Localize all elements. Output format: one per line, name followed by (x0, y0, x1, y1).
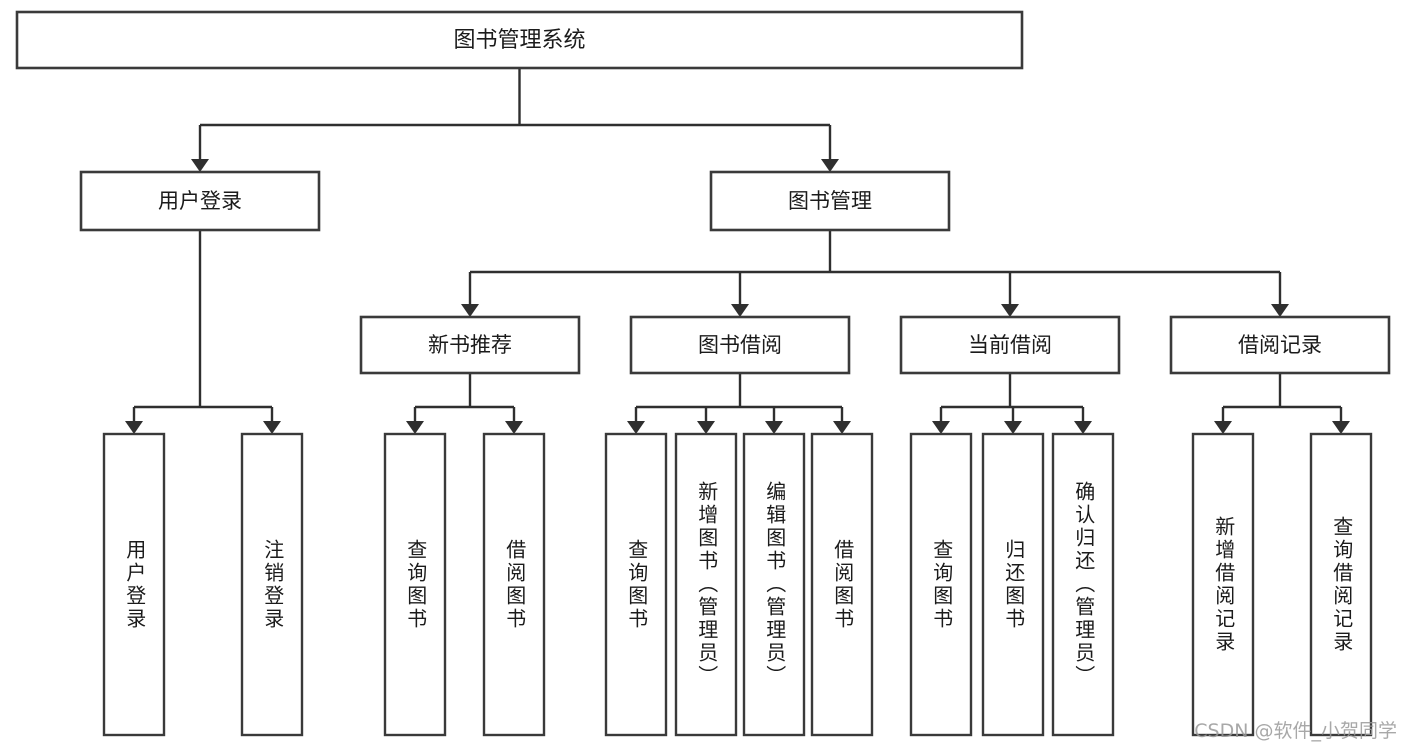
arrow-head-icon (731, 304, 749, 317)
node-box-leaf-query-book-3[interactable] (909, 432, 973, 737)
arrow-head-icon (406, 421, 424, 434)
arrow-head-icon (932, 421, 950, 434)
arrow-head-icon (505, 421, 523, 434)
node-box-leaf-user-login[interactable] (102, 432, 166, 737)
node-box-leaf-query-book-2[interactable] (604, 432, 668, 737)
node-box-user-login[interactable] (79, 170, 321, 232)
node-label-leaf-query-book-2: 查询图书 (624, 538, 649, 631)
node-label-leaf-edit-book: 编辑图书（管理员） (762, 481, 787, 688)
node-label-leaf-user-login: 用户登录 (122, 538, 147, 631)
node-label-user-login: 用户登录 (158, 189, 242, 213)
arrow-head-icon (1004, 421, 1022, 434)
node-label-leaf-query-book-1: 查询图书 (403, 538, 428, 631)
arrow-head-icon (191, 159, 209, 172)
node-label-leaf-confirm-return: 确认归还（管理员） (1071, 481, 1096, 688)
node-box-leaf-query-record[interactable] (1309, 432, 1373, 737)
node-box-leaf-confirm-return[interactable] (1051, 432, 1115, 737)
node-label-book-manage: 图书管理 (788, 189, 872, 213)
node-label-leaf-return-book: 归还图书 (1001, 538, 1026, 631)
node-label-book-borrow: 图书借阅 (698, 333, 782, 357)
node-box-leaf-add-book[interactable] (674, 432, 738, 737)
node-label-borrow-record: 借阅记录 (1238, 333, 1322, 357)
node-label-leaf-query-book-3: 查询图书 (929, 538, 954, 631)
node-label-leaf-borrow-book-1: 借阅图书 (502, 538, 527, 631)
node-label-leaf-borrow-book-2: 借阅图书 (830, 538, 855, 631)
node-box-root[interactable] (15, 10, 1024, 70)
arrow-head-icon (1074, 421, 1092, 434)
node-box-borrow-record[interactable] (1169, 315, 1391, 375)
node-label-leaf-add-book: 新增图书（管理员） (694, 481, 719, 688)
arrow-head-icon (461, 304, 479, 317)
node-label-leaf-add-record: 新增借阅记录 (1211, 515, 1236, 654)
arrow-head-icon (1271, 304, 1289, 317)
node-box-leaf-query-book-1[interactable] (383, 432, 447, 737)
node-box-book-manage[interactable] (709, 170, 951, 232)
boxes-layer (15, 10, 1391, 737)
node-label-leaf-query-record: 查询借阅记录 (1329, 515, 1354, 654)
arrow-head-icon (1332, 421, 1350, 434)
arrow-head-icon (263, 421, 281, 434)
node-box-book-borrow[interactable] (629, 315, 851, 375)
node-box-leaf-user-logout[interactable] (240, 432, 304, 737)
arrow-head-icon (821, 159, 839, 172)
node-box-leaf-return-book[interactable] (981, 432, 1045, 737)
arrow-head-icon (1214, 421, 1232, 434)
node-label-new-book-recommend: 新书推荐 (428, 333, 512, 357)
node-label-current-borrow: 当前借阅 (968, 333, 1052, 357)
node-box-new-book-recommend[interactable] (359, 315, 581, 375)
node-label-root: 图书管理系统 (453, 28, 585, 53)
connectors-layer (125, 68, 1350, 434)
arrow-head-icon (1001, 304, 1019, 317)
node-box-leaf-borrow-book-2[interactable] (810, 432, 874, 737)
arrow-head-icon (125, 421, 143, 434)
arrow-head-icon (833, 421, 851, 434)
node-box-leaf-borrow-book-1[interactable] (482, 432, 546, 737)
node-label-leaf-user-logout: 注销登录 (260, 538, 285, 631)
arrow-head-icon (627, 421, 645, 434)
arrow-head-icon (697, 421, 715, 434)
node-box-leaf-add-record[interactable] (1191, 432, 1255, 737)
arrow-head-icon (765, 421, 783, 434)
node-box-leaf-edit-book[interactable] (742, 432, 806, 737)
node-box-current-borrow[interactable] (899, 315, 1121, 375)
